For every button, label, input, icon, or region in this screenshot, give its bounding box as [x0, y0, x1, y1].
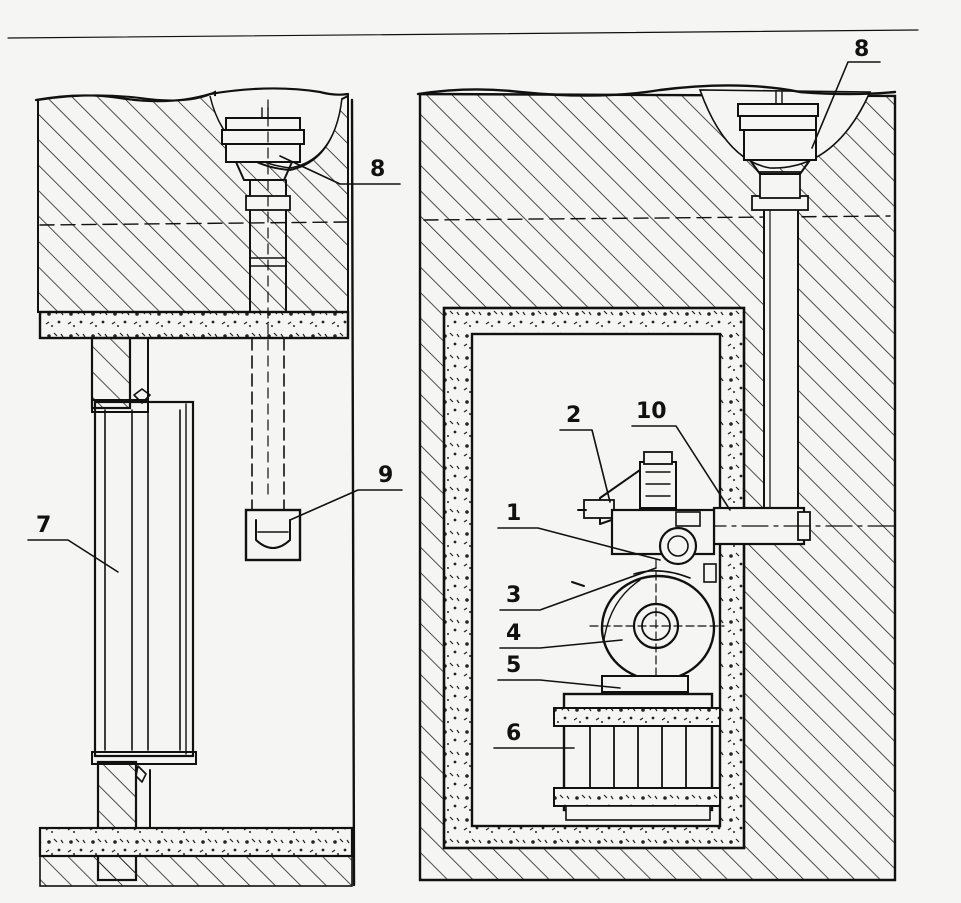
label-8-right: 8 — [854, 37, 869, 62]
left-frost-line — [39, 221, 349, 226]
left-ceiling-slab — [38, 310, 350, 340]
leader-lines — [27, 61, 881, 749]
left-floor-slab — [38, 826, 354, 858]
left-ground-below — [39, 855, 353, 887]
label-8-left: 8 — [370, 157, 385, 182]
label-9: 9 — [378, 463, 393, 488]
label-3: 3 — [506, 583, 521, 608]
label-6: 6 — [506, 721, 521, 746]
radiator-7 — [91, 388, 197, 783]
right-ground-surface — [416, 84, 897, 97]
combustion-chamber-1 — [610, 508, 717, 583]
heat-exchanger-4 — [571, 559, 725, 691]
right-vertical-duct — [751, 171, 809, 511]
label-1: 1 — [506, 501, 521, 526]
label-10: 10 — [636, 399, 667, 424]
support-stand-5 — [601, 675, 689, 693]
right-frost-line — [423, 215, 891, 221]
left-wall-upper — [90, 336, 132, 410]
label-5: 5 — [506, 653, 521, 678]
right-section-view — [416, 84, 901, 882]
left-vertical-duct — [245, 99, 291, 511]
left-section-view — [34, 87, 356, 887]
left-ground-surface — [34, 87, 350, 103]
label-4: 4 — [506, 621, 521, 646]
flue-cap-8-right — [737, 91, 819, 175]
vent-grille-9 — [244, 508, 302, 562]
label-2: 2 — [566, 403, 581, 428]
fuel-bin-6 — [553, 692, 721, 821]
label-7: 7 — [36, 513, 51, 538]
flue-connector-10 — [699, 506, 901, 546]
sheet-top-edge — [7, 29, 919, 39]
